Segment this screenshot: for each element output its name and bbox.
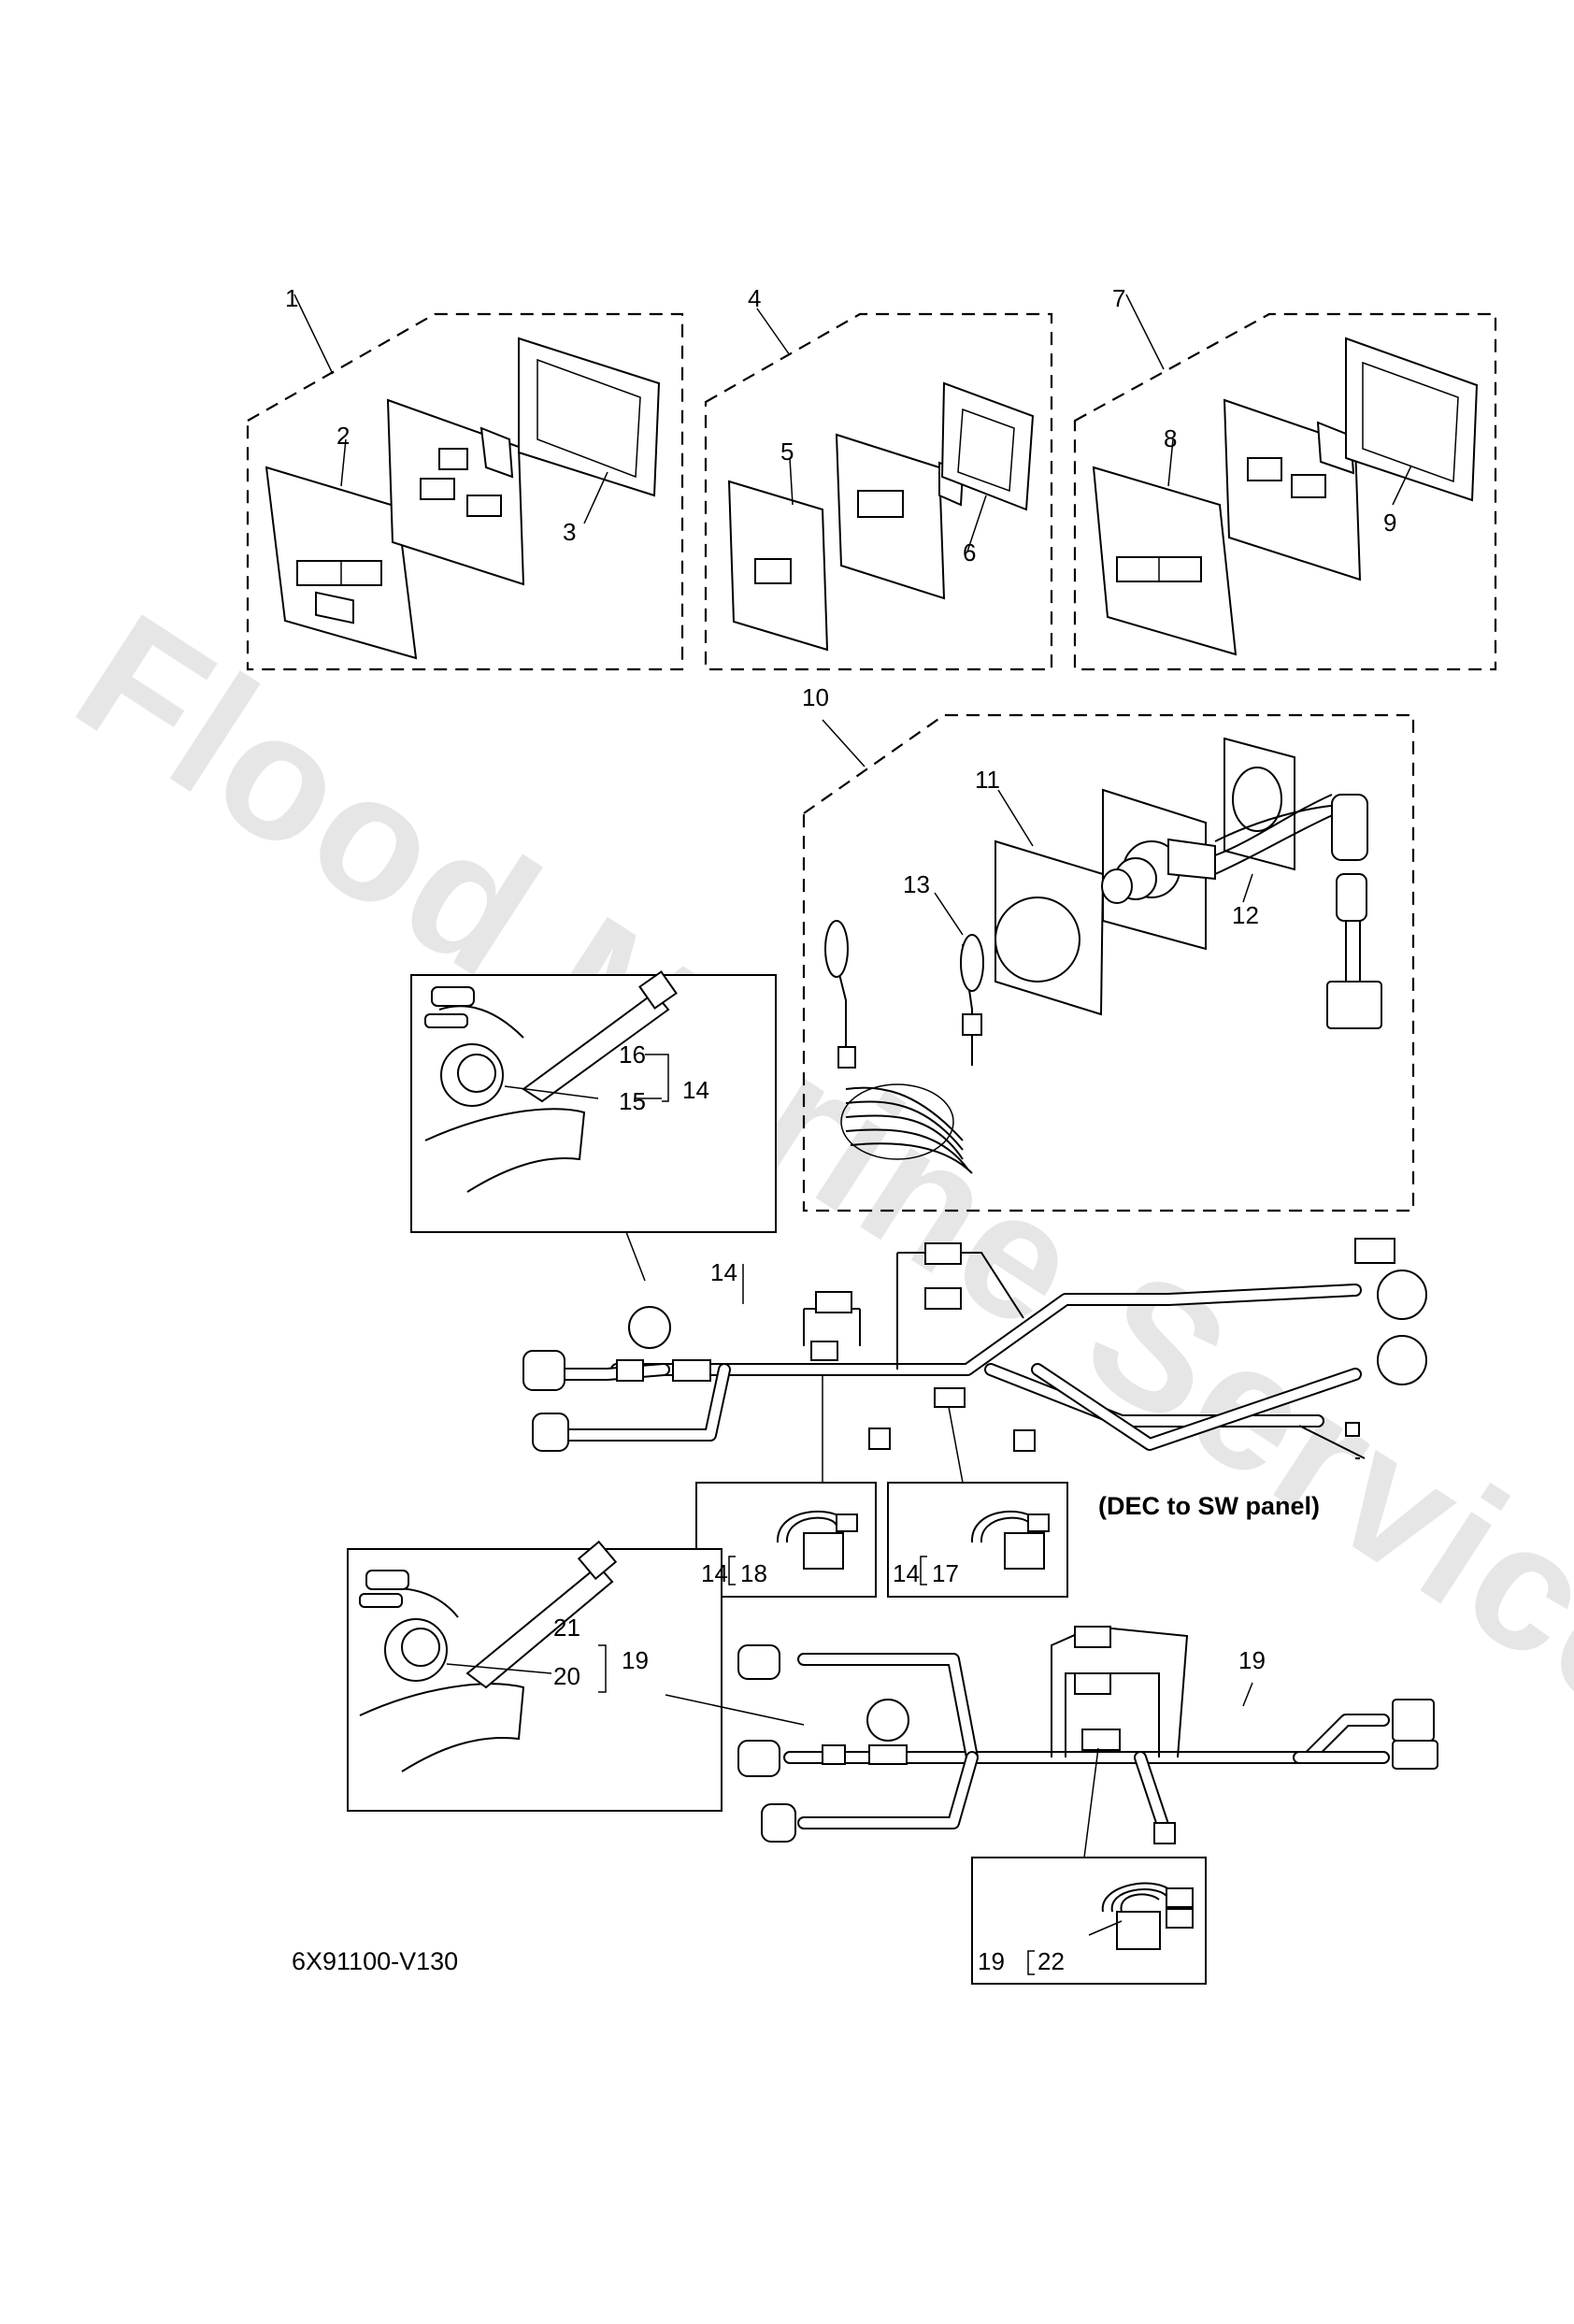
harness-19: [737, 1625, 1438, 1844]
callout-7: 7: [1112, 284, 1125, 312]
callout-6: 6: [963, 538, 976, 567]
panel-group-7: [1073, 294, 1497, 671]
subset-14-17: [887, 1406, 1068, 1598]
callout-4: 4: [748, 284, 761, 312]
subset-14-17-child: 17: [932, 1559, 959, 1587]
callout-21: 21: [553, 1614, 580, 1642]
subset-14-18: [695, 1374, 877, 1598]
subset-14-18-parent: 14: [701, 1559, 728, 1587]
subset-19-22-parent: 19: [978, 1947, 1005, 1975]
diagram-code: 6X91100-V130: [292, 1947, 458, 1975]
subset-19-22-child: 22: [1037, 1947, 1065, 1975]
callout-20: 20: [553, 1662, 580, 1690]
callout-1: 1: [285, 284, 298, 312]
subset-14-17-parent: 14: [893, 1559, 920, 1587]
callout-15: 15: [619, 1087, 646, 1115]
callout-19b: 19: [1238, 1646, 1266, 1674]
callout-2: 2: [336, 422, 350, 450]
callout-9: 9: [1383, 509, 1396, 537]
callout-19a: 19: [622, 1646, 649, 1674]
callout-14b: 14: [710, 1258, 737, 1286]
callout-10: 10: [802, 683, 829, 711]
callout-14a: 14: [682, 1076, 709, 1104]
panel-group-4: [704, 308, 1053, 671]
callout-3: 3: [563, 518, 576, 546]
callout-11: 11: [975, 766, 1000, 794]
panel-group-1: [246, 294, 684, 671]
harness-note: (DEC to SW panel): [1098, 1492, 1320, 1520]
subset-14-18-child: 18: [740, 1559, 767, 1587]
callout-8: 8: [1164, 424, 1177, 452]
inset-19-detail: [347, 1540, 805, 1812]
callout-5: 5: [780, 438, 794, 466]
callout-12: 12: [1232, 901, 1259, 929]
group-10-lanyard-switch: [802, 713, 1415, 1212]
harness-14: [522, 1238, 1427, 1459]
watermark: Flood Marine Services: [45, 577, 1574, 1813]
inset-14-detail: [410, 970, 777, 1282]
subset-19-22: [971, 1747, 1207, 1985]
callout-16: 16: [619, 1040, 646, 1069]
callout-13: 13: [903, 870, 930, 898]
